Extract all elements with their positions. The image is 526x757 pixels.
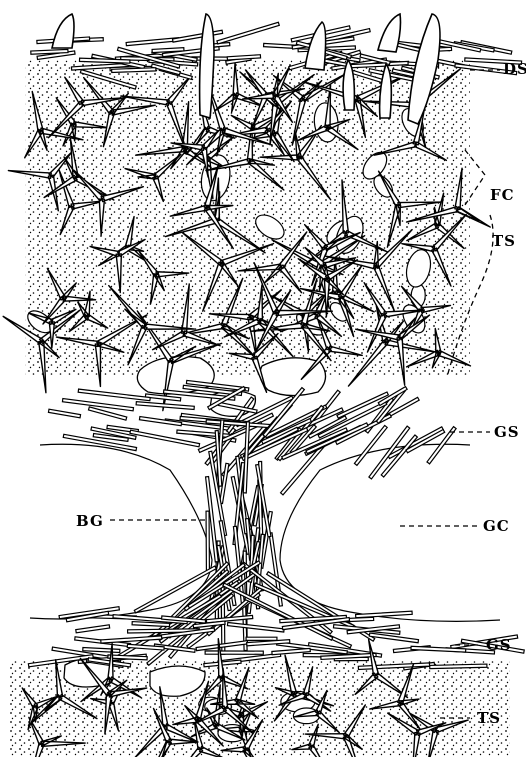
label-gastral-cavity: GC	[483, 517, 510, 535]
spicule	[217, 22, 279, 44]
spicule	[173, 30, 223, 42]
spicule	[78, 389, 150, 401]
spicule	[139, 417, 181, 426]
spicule	[227, 622, 284, 632]
gastral-spicule-layer-upper	[48, 380, 456, 494]
spicule	[430, 664, 487, 669]
spicule	[83, 648, 120, 653]
spicule	[205, 651, 263, 654]
label-gastral-spicules-lower: GS	[486, 636, 512, 654]
label-dermal-spicules: DS	[503, 60, 526, 78]
spicule	[246, 637, 277, 640]
spicule	[76, 625, 110, 633]
label-gastral-spicules-upper: GS	[494, 423, 520, 441]
spicule	[227, 55, 260, 60]
spicule	[48, 409, 80, 418]
label-tetractine-spicules-lower: TS	[477, 709, 501, 727]
spicule	[101, 636, 162, 643]
spicule	[369, 633, 418, 643]
spicule	[126, 38, 179, 46]
spicule	[206, 511, 209, 572]
gastral-cavity-outline-right	[280, 444, 500, 621]
gastral-cavity-outline	[30, 444, 212, 619]
label-flagellated-chambers: FC	[490, 186, 515, 204]
label-tetractine-spicules-upper: TS	[492, 232, 516, 250]
label-bundle-girder: BG	[76, 512, 104, 530]
